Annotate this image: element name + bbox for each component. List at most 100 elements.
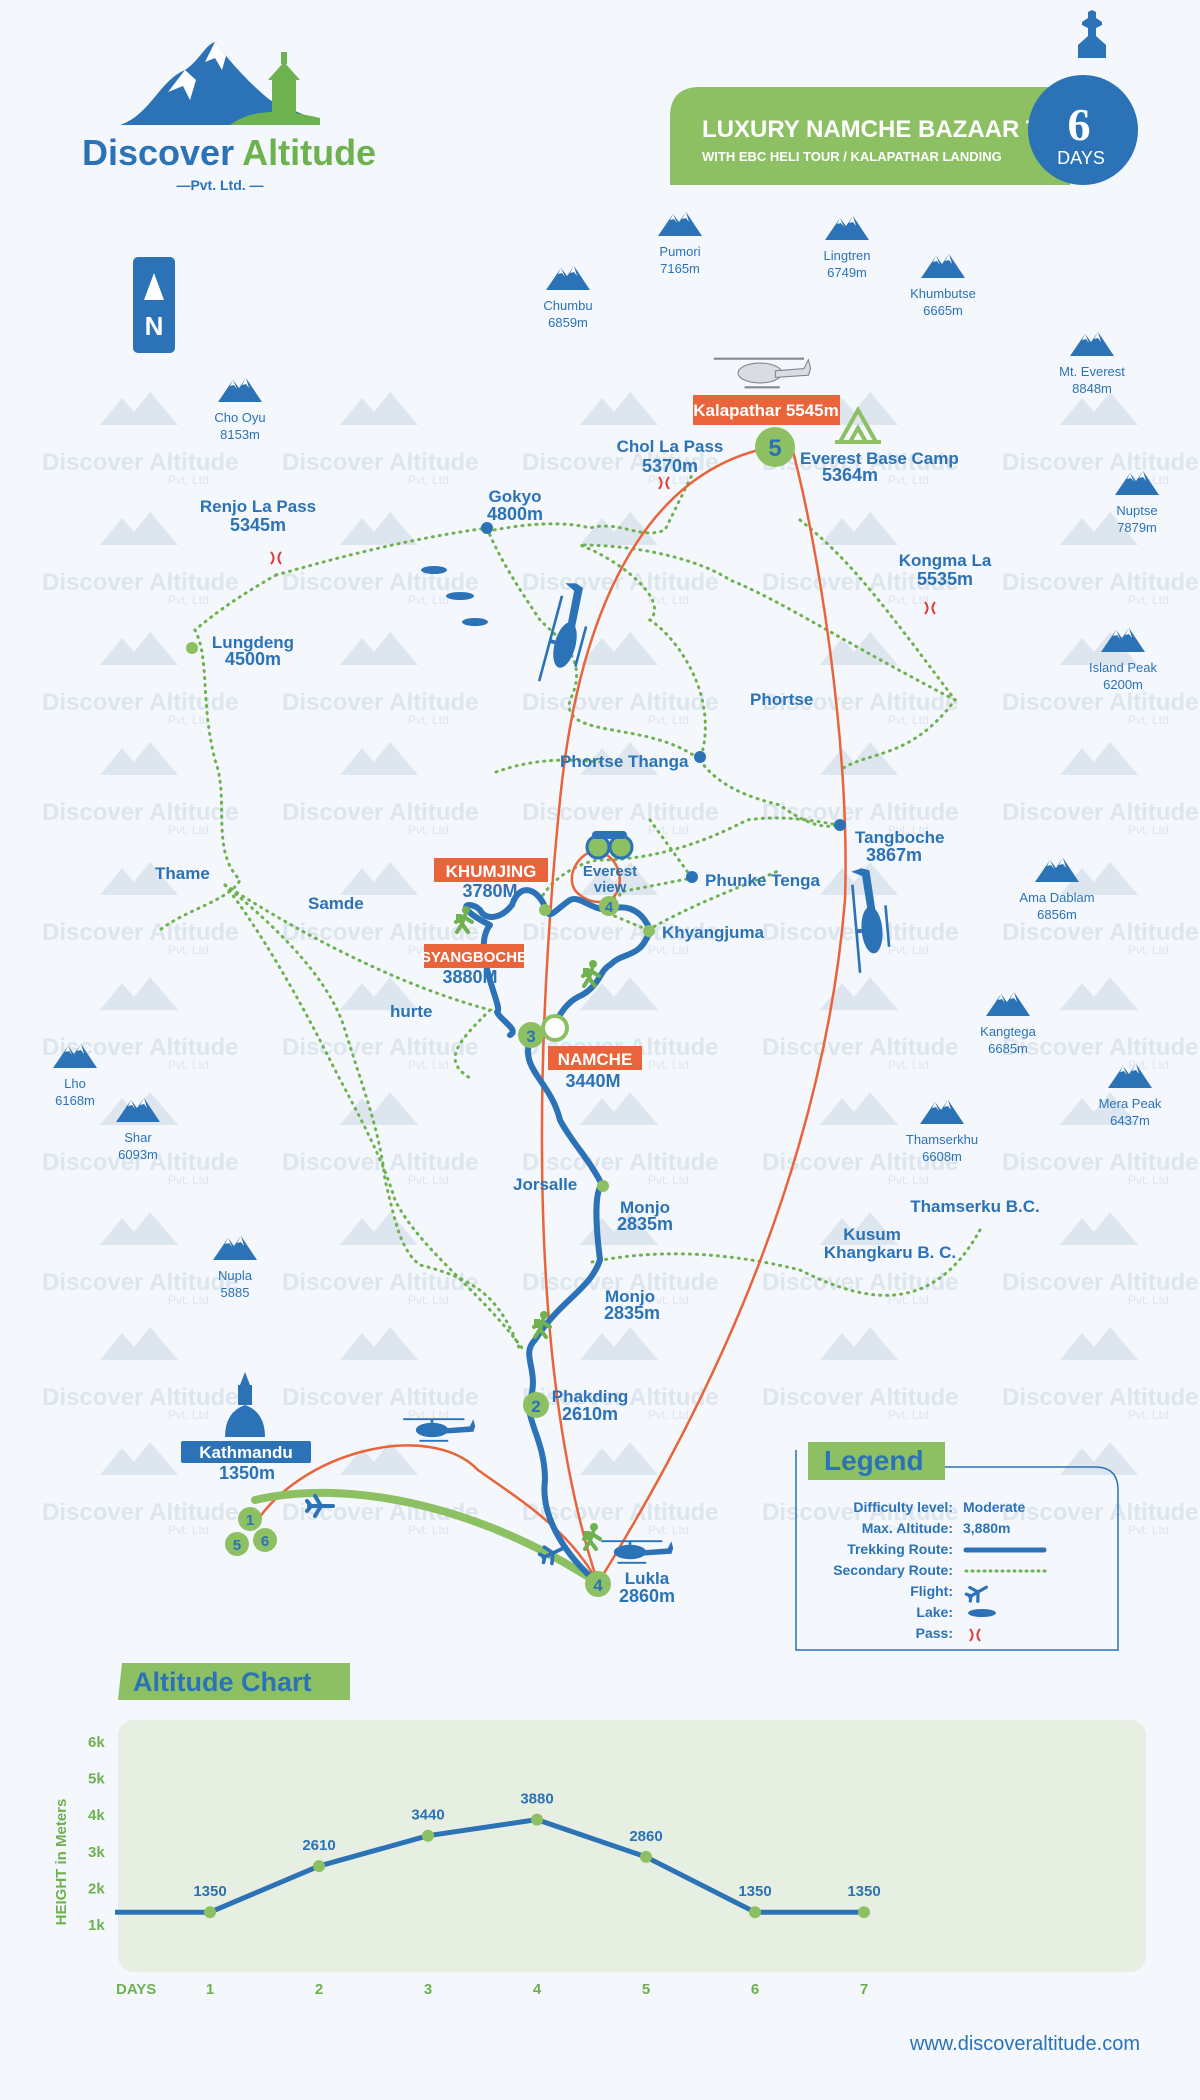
mountain-icon xyxy=(986,992,1030,1016)
phakding-name: Phakding xyxy=(552,1387,629,1406)
legend-difficulty-val: Moderate xyxy=(963,1499,1025,1515)
route-nodes xyxy=(186,522,846,1192)
watermark-sub: Pvt. Ltd. xyxy=(408,1293,452,1307)
gokyo-lakes xyxy=(421,566,488,626)
legend-pass-icon xyxy=(969,1628,981,1642)
watermark-sub: Pvt. Ltd. xyxy=(408,1173,452,1187)
mountain-name: Island Peak xyxy=(1089,660,1157,675)
watermark-sub: Pvt. Ltd. xyxy=(1128,823,1172,837)
watermark-text: Discover Altitude xyxy=(282,1384,479,1411)
mountain-name: Shar xyxy=(124,1130,152,1145)
chart-point xyxy=(531,1813,543,1826)
watermark-text: Discover Altitude xyxy=(522,1499,719,1526)
header-title: LUXURY NAMCHE BAZAAR TREK xyxy=(702,116,1092,143)
day-marker-namche: 3 xyxy=(526,1027,535,1046)
chart-point xyxy=(422,1829,434,1842)
mountain-icon xyxy=(546,266,590,290)
watermark-sub: Pvt. Ltd. xyxy=(168,1523,212,1537)
lungdeng-alt: 4500m xyxy=(225,649,281,669)
chart-data-label: 1350 xyxy=(738,1883,771,1900)
phunke-label: Phunke Tenga xyxy=(705,871,820,890)
watermark-text: Discover Altitude xyxy=(1002,1149,1199,1176)
kathmandu-alt: 1350m xyxy=(219,1463,275,1483)
watermark-mountain xyxy=(340,1092,418,1125)
chol-la-alt: 5370m xyxy=(642,456,698,476)
lake-icon xyxy=(421,566,447,574)
chart-data-label: 3880 xyxy=(520,1791,553,1808)
watermark-text: Discover Altitude xyxy=(762,1499,959,1526)
watermark-sub: Pvt. Ltd. xyxy=(888,1173,932,1187)
watermark-sub: Pvt. Ltd. xyxy=(168,1058,212,1072)
watermark-text: Discover Altitude xyxy=(522,799,719,826)
watermark-text: Discover Altitude xyxy=(1002,449,1199,476)
days-word: DAYS xyxy=(1057,148,1105,168)
legend-maxalt-key: Max. Altitude: xyxy=(862,1520,953,1536)
khumjing-label: KHUMJING xyxy=(446,862,537,881)
watermark-sub: Pvt. Ltd. xyxy=(648,593,692,607)
legend-title: Legend xyxy=(824,1445,924,1476)
syangboche-label: SYANGBOCHE xyxy=(421,949,527,966)
mountain-height: 6437m xyxy=(1110,1113,1150,1128)
mountain-icon xyxy=(921,254,965,278)
watermark-mountain xyxy=(100,392,178,425)
watermark-sub: Pvt. Ltd. xyxy=(648,1293,692,1307)
watermark-mountain xyxy=(100,1442,178,1475)
legend-pass-key: Pass: xyxy=(916,1625,953,1641)
kathmandu-tag xyxy=(181,1441,311,1463)
monjo1-name: Monjo xyxy=(620,1198,670,1217)
watermark-text: Discover Altitude xyxy=(1002,689,1199,716)
jorsalle-label: Jorsalle xyxy=(513,1175,577,1194)
monjo2-alt: 2835m xyxy=(604,1303,660,1323)
mountain-name: Ama Dablam xyxy=(1019,890,1094,905)
kusum-line2: Khangkaru B. C. xyxy=(824,1243,956,1262)
watermark-mountain xyxy=(100,512,178,545)
watermark-mountain xyxy=(340,1327,418,1360)
watermark-mountain xyxy=(100,742,178,775)
helicopter-icon xyxy=(401,1417,477,1443)
watermark-sub: Pvt. Ltd. xyxy=(168,473,212,487)
watermark-text: Discover Altitude xyxy=(522,919,719,946)
watermark-sub: Pvt. Ltd. xyxy=(888,943,932,957)
watermark-text: Discover Altitude xyxy=(1002,1034,1199,1061)
legend-trekking-key: Trekking Route: xyxy=(847,1541,953,1557)
mountain-icon xyxy=(920,1100,964,1124)
days-badge xyxy=(1028,75,1138,185)
mountain-height: 7879m xyxy=(1117,520,1157,535)
mountain-icon xyxy=(658,212,702,236)
mountain-peak: Island Peak 6200m xyxy=(1089,628,1157,692)
watermark-sub: Pvt. Ltd. xyxy=(168,1173,212,1187)
watermark-text: Discover Altitude xyxy=(282,449,479,476)
watermark-text: Discover Altitude xyxy=(282,799,479,826)
gokyo-name: Gokyo xyxy=(489,487,542,506)
watermark-text: Discover Altitude xyxy=(42,1149,239,1176)
namche-alt: 3440M xyxy=(565,1071,620,1091)
compass: N xyxy=(133,257,175,353)
khyangjuma-label: Khyangjuma xyxy=(662,923,765,942)
watermark-text: Discover Altitude xyxy=(1002,569,1199,596)
watermark-text: Discover Altitude xyxy=(42,799,239,826)
watermark-mountain xyxy=(340,392,418,425)
watermark-sub: Pvt. Ltd. xyxy=(648,1408,692,1422)
watermark-text: Discover Altitude xyxy=(42,1269,239,1296)
legend-maxalt-val: 3,880m xyxy=(963,1520,1010,1536)
lungdeng-name: Lungdeng xyxy=(212,633,294,652)
watermark-mountain xyxy=(340,632,418,665)
watermark-text: Discover Altitude xyxy=(282,1034,479,1061)
watermark-text: Discover Altitude xyxy=(522,1384,719,1411)
helicopter-icon xyxy=(537,578,599,692)
ebc-name: Everest Base Camp xyxy=(800,449,959,468)
mountain-height: 6685m xyxy=(988,1041,1028,1056)
watermark-text: Discover Altitude xyxy=(42,569,239,596)
mountain-name: Mt. Everest xyxy=(1059,364,1125,379)
chart-x-tick: 3 xyxy=(424,1981,432,1998)
mountain-icon xyxy=(1070,332,1114,356)
watermark-text: Discover Altitude xyxy=(522,1149,719,1176)
mountain-height: 6200m xyxy=(1103,677,1143,692)
